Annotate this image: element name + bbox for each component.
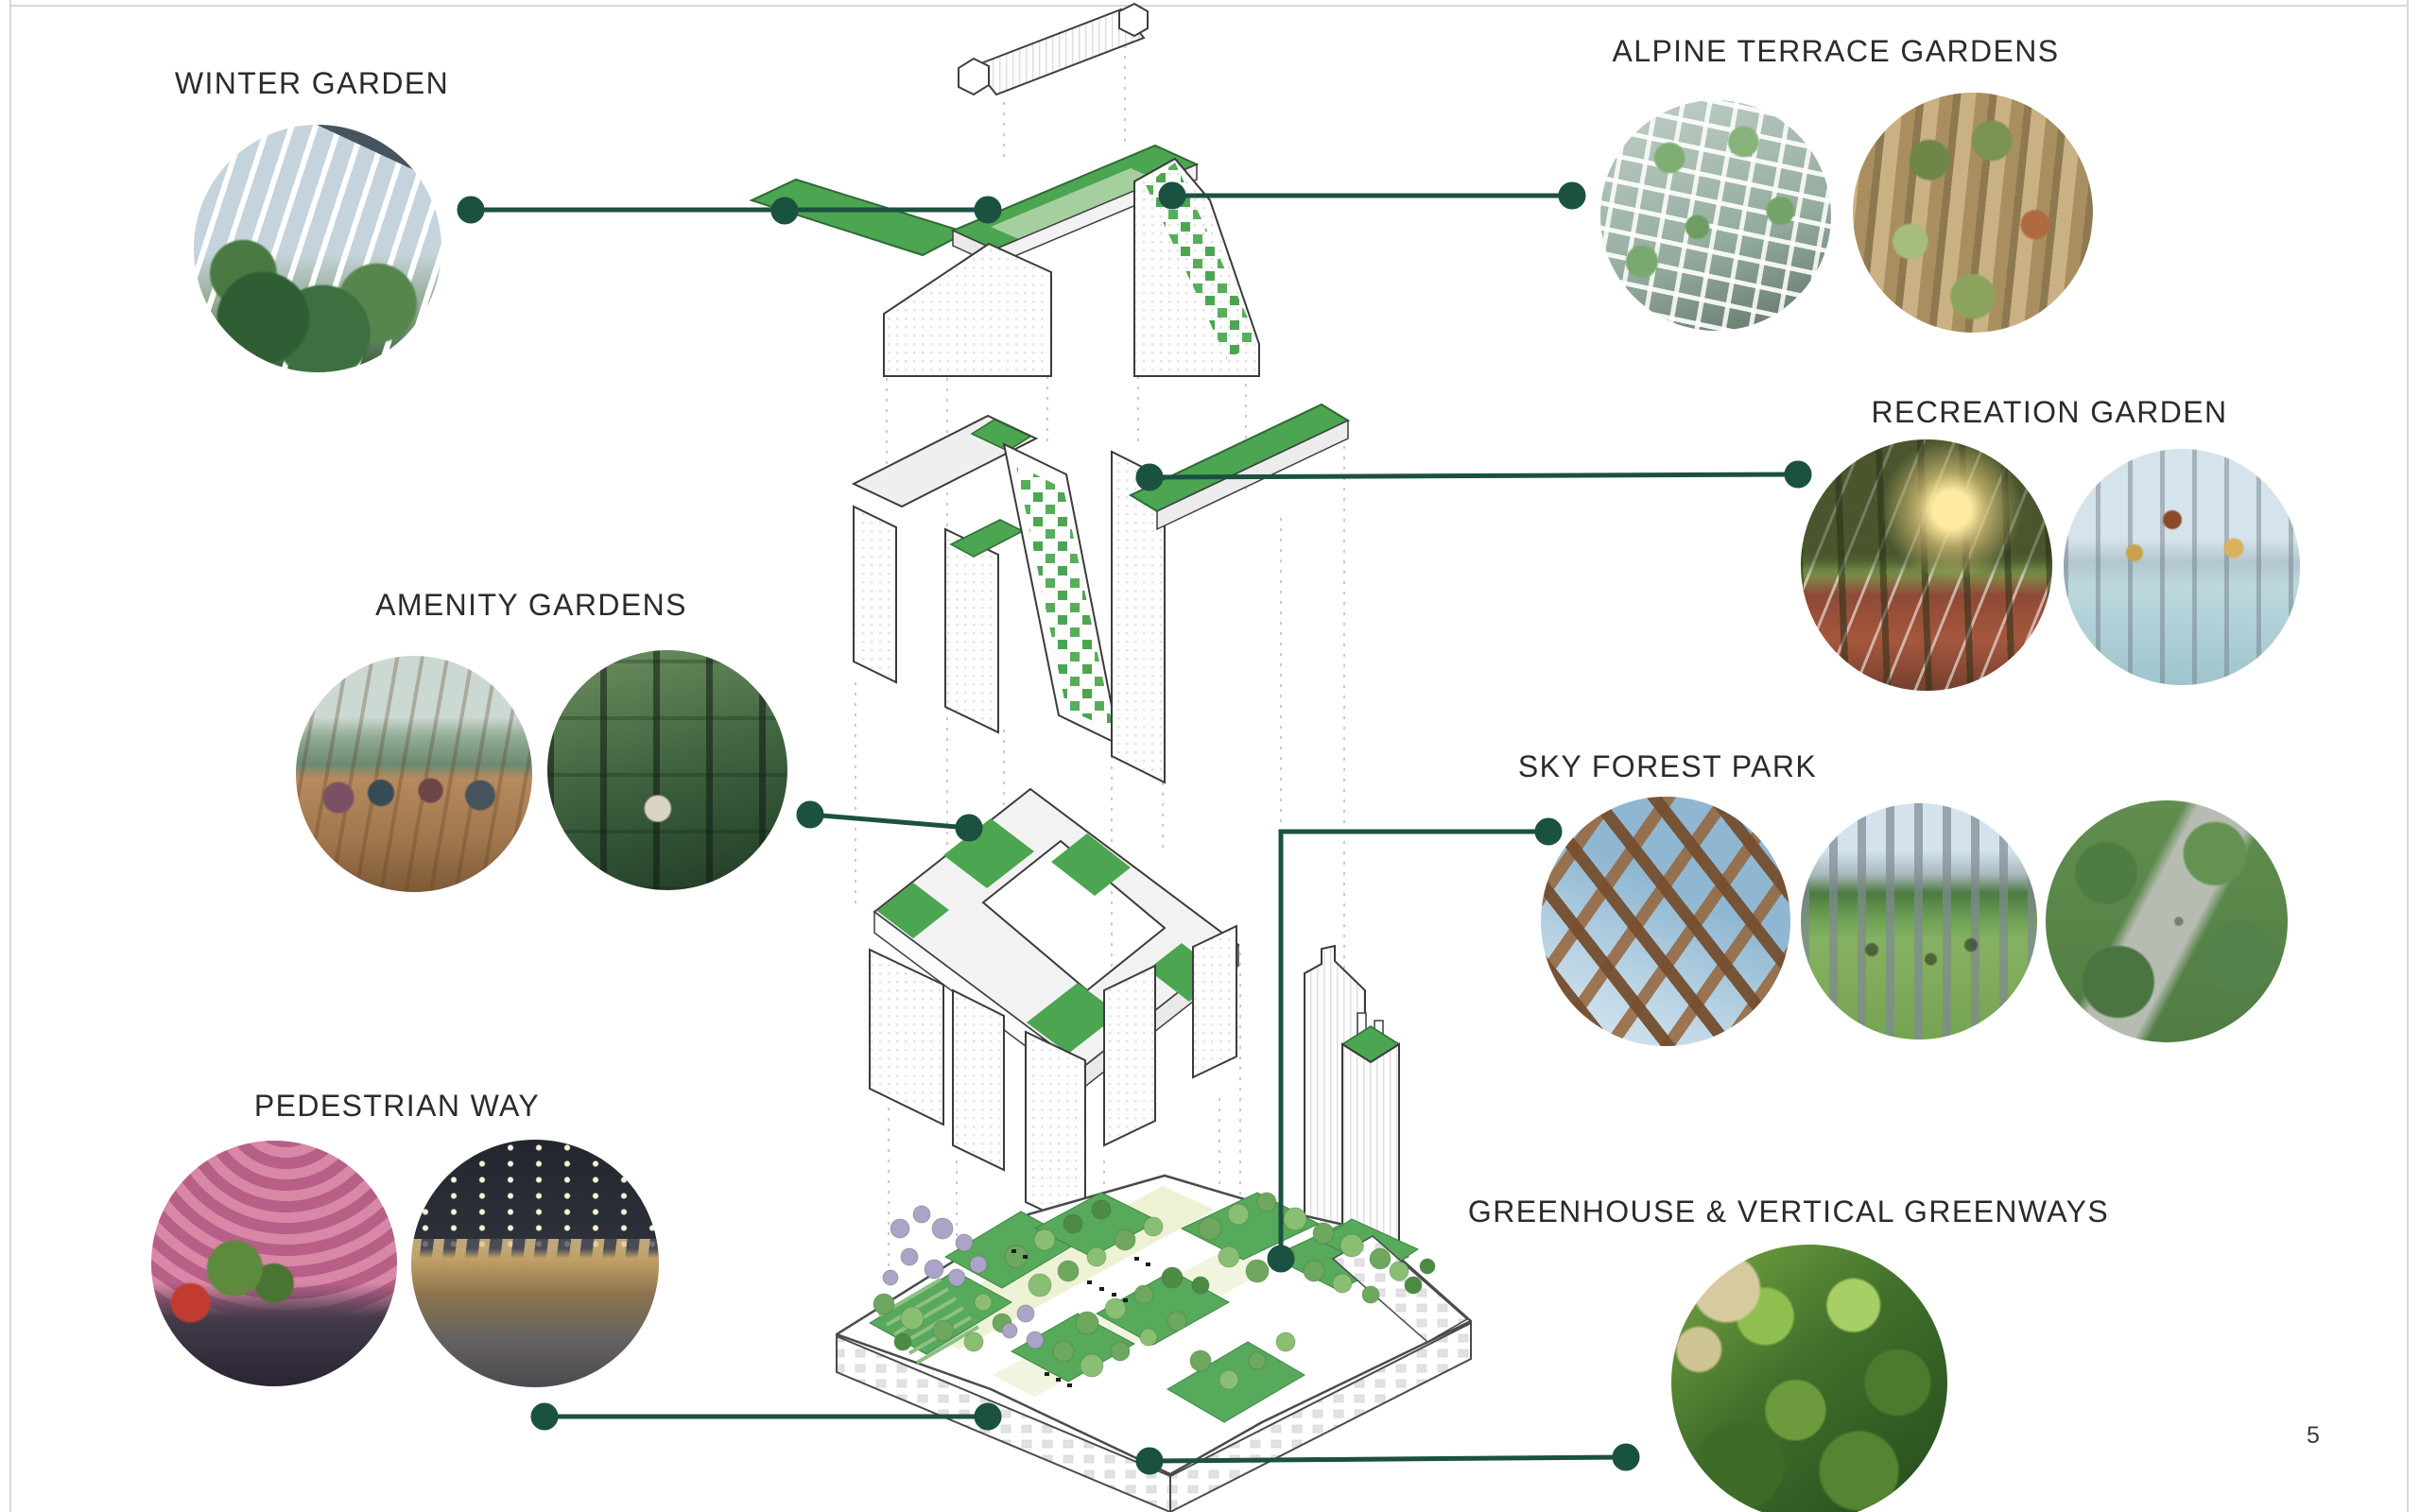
leader-winter-garden xyxy=(457,196,1002,225)
photo-winter-garden-conservatory xyxy=(194,125,441,372)
label-amenity-gardens: AMENITY GARDENS xyxy=(375,588,687,622)
leader-amenity-gardens xyxy=(796,800,983,842)
photo-night-promenade xyxy=(411,1140,659,1387)
photo-terraced-green-facade xyxy=(1600,100,1831,331)
label-greenhouse-vertical-greenways: GREENHOUSE & VERTICAL GREENWAYS xyxy=(1467,1194,2110,1228)
label-pedestrian-way: PEDESTRIAN WAY xyxy=(253,1089,541,1123)
recreation-garden-wing xyxy=(1128,403,1351,531)
photo-urban-park-lawn xyxy=(1801,803,2037,1040)
photo-canopy-plaza xyxy=(151,1141,397,1386)
photo-timber-canopy xyxy=(1541,797,1790,1046)
tower-crown xyxy=(958,2,1149,96)
label-alpine-terrace-gardens: ALPINE TERRACE GARDENS xyxy=(1612,34,2060,68)
leader-greenhouse-vertical-greenways xyxy=(1135,1443,1640,1475)
photo-aerial-forest-walkway xyxy=(2046,800,2288,1042)
leader-sky-forest-park xyxy=(1267,817,1563,1273)
leader-alpine-terrace-gardens xyxy=(1158,181,1586,210)
photo-forest-running-track xyxy=(1801,439,2052,691)
winter-garden-roof-level xyxy=(749,144,1260,377)
podium-people xyxy=(1011,1249,1150,1387)
photo-glass-pavilion-forest xyxy=(547,650,787,890)
slide-border-right xyxy=(2407,0,2409,1512)
photo-alpine-rock-garden xyxy=(1853,93,2093,333)
leader-pedestrian-way xyxy=(530,1402,1002,1431)
photo-vertical-green-wall xyxy=(1671,1245,1947,1512)
photo-yoga-terrace xyxy=(296,656,532,892)
photo-rooftop-basketball-court xyxy=(2064,449,2300,685)
slide-border-left xyxy=(9,0,11,1512)
label-sky-forest-park: SKY FOREST PARK xyxy=(1517,749,1818,783)
label-winter-garden: WINTER GARDEN xyxy=(174,66,450,100)
amenity-ring-level xyxy=(869,787,1240,1232)
podium-gardens xyxy=(835,1174,1473,1512)
page-number: 5 xyxy=(2307,1422,2320,1449)
slide-border-top xyxy=(9,5,2409,7)
alpine-terrace-level xyxy=(851,403,1351,784)
podium-trees xyxy=(873,1192,1436,1390)
leader-recreation-garden xyxy=(1135,460,1812,491)
label-recreation-garden: RECREATION GARDEN xyxy=(1871,395,2228,429)
